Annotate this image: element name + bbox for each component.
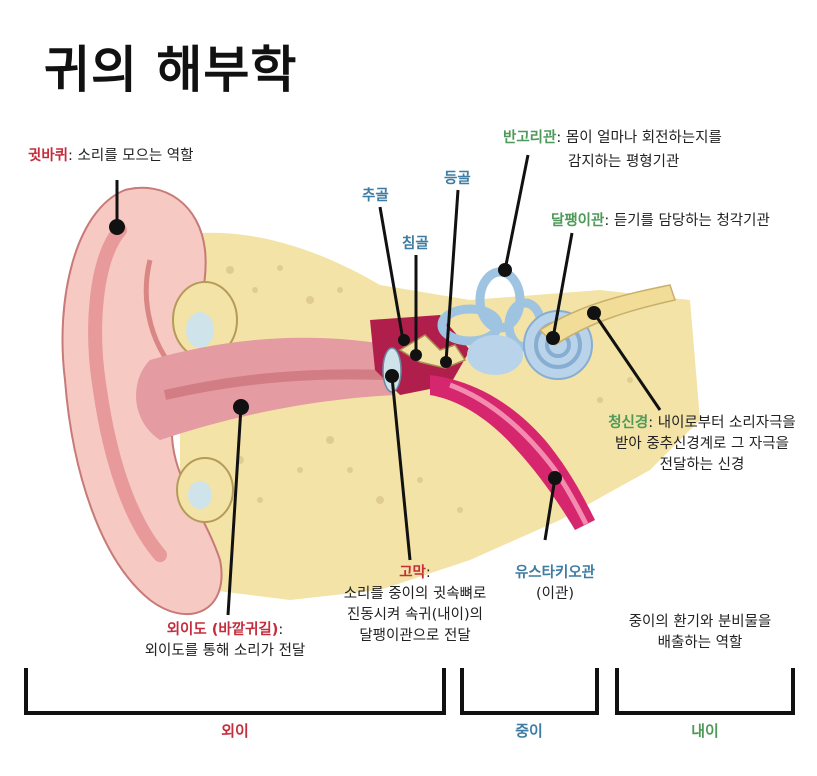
auricle-label: 귓바퀴: 소리를 모으는 역할 [28, 146, 193, 167]
eustachian-desc: (이관) [536, 586, 574, 602]
eardrum-desc3: 진동시켜 속귀(내이)의 [347, 607, 483, 623]
ear-canal [136, 337, 396, 440]
cochlea-label: 달팽이관: 듣기를 담당하는 청각기관 [551, 211, 770, 232]
auricle-fold [88, 223, 167, 562]
canal-desc1: : [278, 622, 284, 638]
vestibule [467, 335, 523, 375]
semicircular-desc2: 감지하는 평형기관 [568, 154, 680, 170]
inner-role-desc1: 중이의 환기와 분비물을 [628, 614, 772, 630]
inner-role-label: 중이의 환기와 분비물을 배출하는 역할 [600, 612, 800, 654]
middle-bracket [460, 668, 599, 715]
outer-bracket [24, 668, 446, 715]
incus-label: 침골 [402, 236, 429, 252]
canal-name: 외이도 (바깥귀길) [166, 622, 279, 638]
nerve-desc3: 전달하는 신경 [659, 457, 745, 473]
auditory-nerve [538, 284, 676, 346]
nerve-label: 청신경: 내이로부터 소리자극을 받아 중추신경계로 그 자극을 전달하는 신경 [592, 413, 812, 476]
stapes-label: 등골 [444, 171, 471, 187]
nerve-desc1: : 내이로부터 소리자극을 [648, 415, 796, 431]
canal-label: 외이도 (바깥귀길): 외이도를 통해 소리가 전달 [95, 620, 355, 662]
eardrum-label: 고막: 소리를 중이의 귓속뼈로 진동시켜 속귀(내이)의 달팽이관으로 전달 [310, 563, 520, 647]
leader-dots [109, 219, 601, 485]
middle-ear-label: 중이 [515, 722, 543, 740]
cochlea-desc: : 듣기를 담당하는 청각기관 [604, 213, 770, 229]
inner-bracket [615, 668, 795, 715]
semicircular-desc1: : 몸이 얼마나 회전하는지를 [556, 130, 722, 146]
eustachian-tube-inner [449, 382, 589, 526]
leader-lines [115, 154, 662, 616]
cartilage-lower-core [188, 481, 212, 509]
outer-ear-label: 외이 [221, 722, 249, 740]
section-brackets [24, 668, 795, 715]
malleus-label: 추골 [362, 188, 389, 204]
canal-desc2: 외이도를 통해 소리가 전달 [144, 643, 306, 659]
page-title: 귀의 해부학 [44, 41, 298, 99]
bone-texture [226, 265, 633, 513]
semicircular-label: 반고리관: 몸이 얼마나 회전하는지를 [503, 128, 722, 149]
cochlea-name: 달팽이관 [551, 213, 605, 229]
eardrum-desc2: 소리를 중이의 귓속뼈로 [343, 586, 487, 602]
eardrum-name: 고막 [399, 565, 426, 581]
eardrum-desc4: 달팽이관으로 전달 [359, 628, 471, 644]
auricle-name: 귓바퀴 [28, 148, 69, 164]
eardrum-desc1: : [425, 565, 431, 581]
semicircular-name: 반고리관 [503, 130, 557, 146]
cartilage-upper-core [186, 312, 214, 348]
inner-ear-label: 내이 [691, 722, 719, 740]
ear-canal-shade [163, 369, 386, 400]
eustachian-name: 유스타키오관 [514, 565, 596, 581]
nerve-desc2: 받아 중추신경계로 그 자극을 [615, 436, 789, 452]
eustachian-label: 유스타키오관 (이관) [480, 563, 630, 605]
auricle-desc: : 소리를 모으는 역할 [68, 148, 194, 164]
nerve-name: 청신경 [608, 415, 649, 431]
inner-role-desc2: 배출하는 역할 [657, 635, 743, 651]
